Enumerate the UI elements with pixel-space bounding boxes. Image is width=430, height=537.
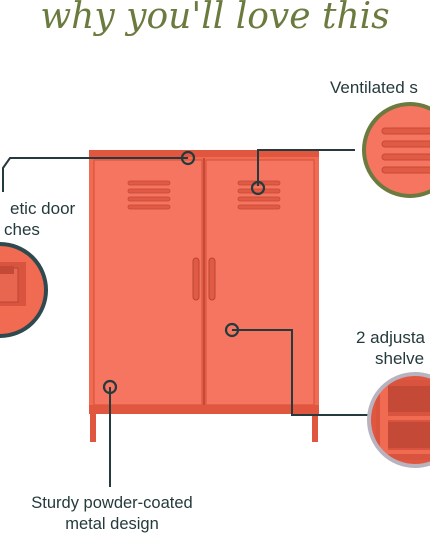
magnetic-detail-circle [0, 242, 48, 338]
vent-detail-circle [362, 102, 430, 198]
vent-callout-line [257, 149, 355, 186]
locker-cabinet [89, 150, 319, 442]
callout-markers [102, 150, 266, 395]
magnetic-latches-callout-label: etic door ches [4, 198, 75, 240]
magnetic-label-line2: ches [4, 220, 40, 239]
shelves-detail-circle [367, 372, 430, 468]
cabinet-base [89, 405, 319, 414]
vent-marker [250, 180, 266, 196]
ventilated-callout-label: Ventilated s [330, 78, 418, 97]
magnetic-marker [180, 150, 196, 166]
shelves-label-line1: 2 adjusta [356, 328, 425, 347]
adjustable-shelves-callout-label: 2 adjusta shelve [356, 327, 425, 369]
left-door-handle [192, 257, 200, 301]
sturdy-callout-label: Sturdy powder-coated metal design [0, 493, 224, 535]
sturdy-label-line2: metal design [65, 515, 159, 533]
left-leg [90, 412, 96, 442]
left-vents [127, 180, 171, 210]
magnetic-label-line1: etic door [10, 199, 76, 218]
right-door-handle [208, 257, 216, 301]
callout-lines [2, 149, 372, 487]
headline: why you'll love this [40, 0, 390, 37]
magnetic-callout-line [2, 157, 188, 192]
sturdy-marker [102, 379, 118, 395]
shelves-label-line2: shelve [375, 349, 425, 368]
sturdy-label-line1: Sturdy powder-coated [31, 494, 193, 512]
shelves-marker [224, 322, 240, 338]
cabinet-top [89, 150, 319, 158]
shelves-callout-line [232, 329, 372, 416]
right-leg [312, 412, 318, 442]
